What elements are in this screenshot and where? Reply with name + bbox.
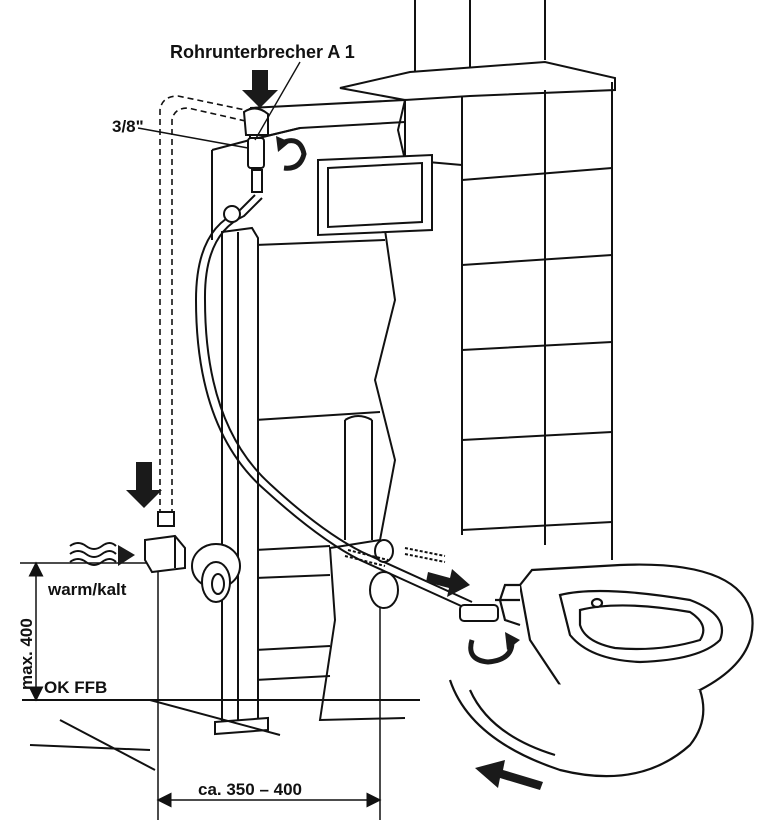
dimension-max-height — [20, 561, 150, 702]
rotate-arrow-bottom — [468, 632, 520, 665]
arrow-top — [242, 70, 278, 108]
toilet — [448, 563, 754, 778]
leader-lines — [137, 61, 301, 149]
fittings — [344, 539, 499, 622]
vacuum-breaker — [242, 107, 269, 193]
arrow-bottom — [475, 760, 543, 790]
rotate-arrow-top — [276, 136, 307, 171]
floor-level-label: OK FFB — [44, 678, 107, 697]
arrow-valve-down — [126, 462, 162, 508]
angle-valve — [144, 511, 241, 603]
flush-plate — [317, 153, 433, 237]
water-wave-icon — [69, 542, 117, 566]
tiled-wall — [339, 0, 616, 560]
frame-post — [214, 226, 269, 736]
hose — [194, 194, 473, 611]
max-height-label: max. 400 — [17, 618, 36, 690]
pipe-size-label: 3/8" — [112, 117, 144, 136]
title-label: Rohrunterbrecher A 1 — [170, 42, 355, 62]
warm-kalt-label: warm/kalt — [47, 580, 127, 599]
arrow-right-valve — [118, 545, 135, 566]
floor — [22, 699, 420, 771]
supply-pipe-dashed — [159, 95, 256, 515]
arrow-toilet-connect — [426, 569, 470, 597]
distance-label: ca. 350 – 400 — [198, 780, 302, 799]
dimension-distance — [156, 560, 382, 820]
